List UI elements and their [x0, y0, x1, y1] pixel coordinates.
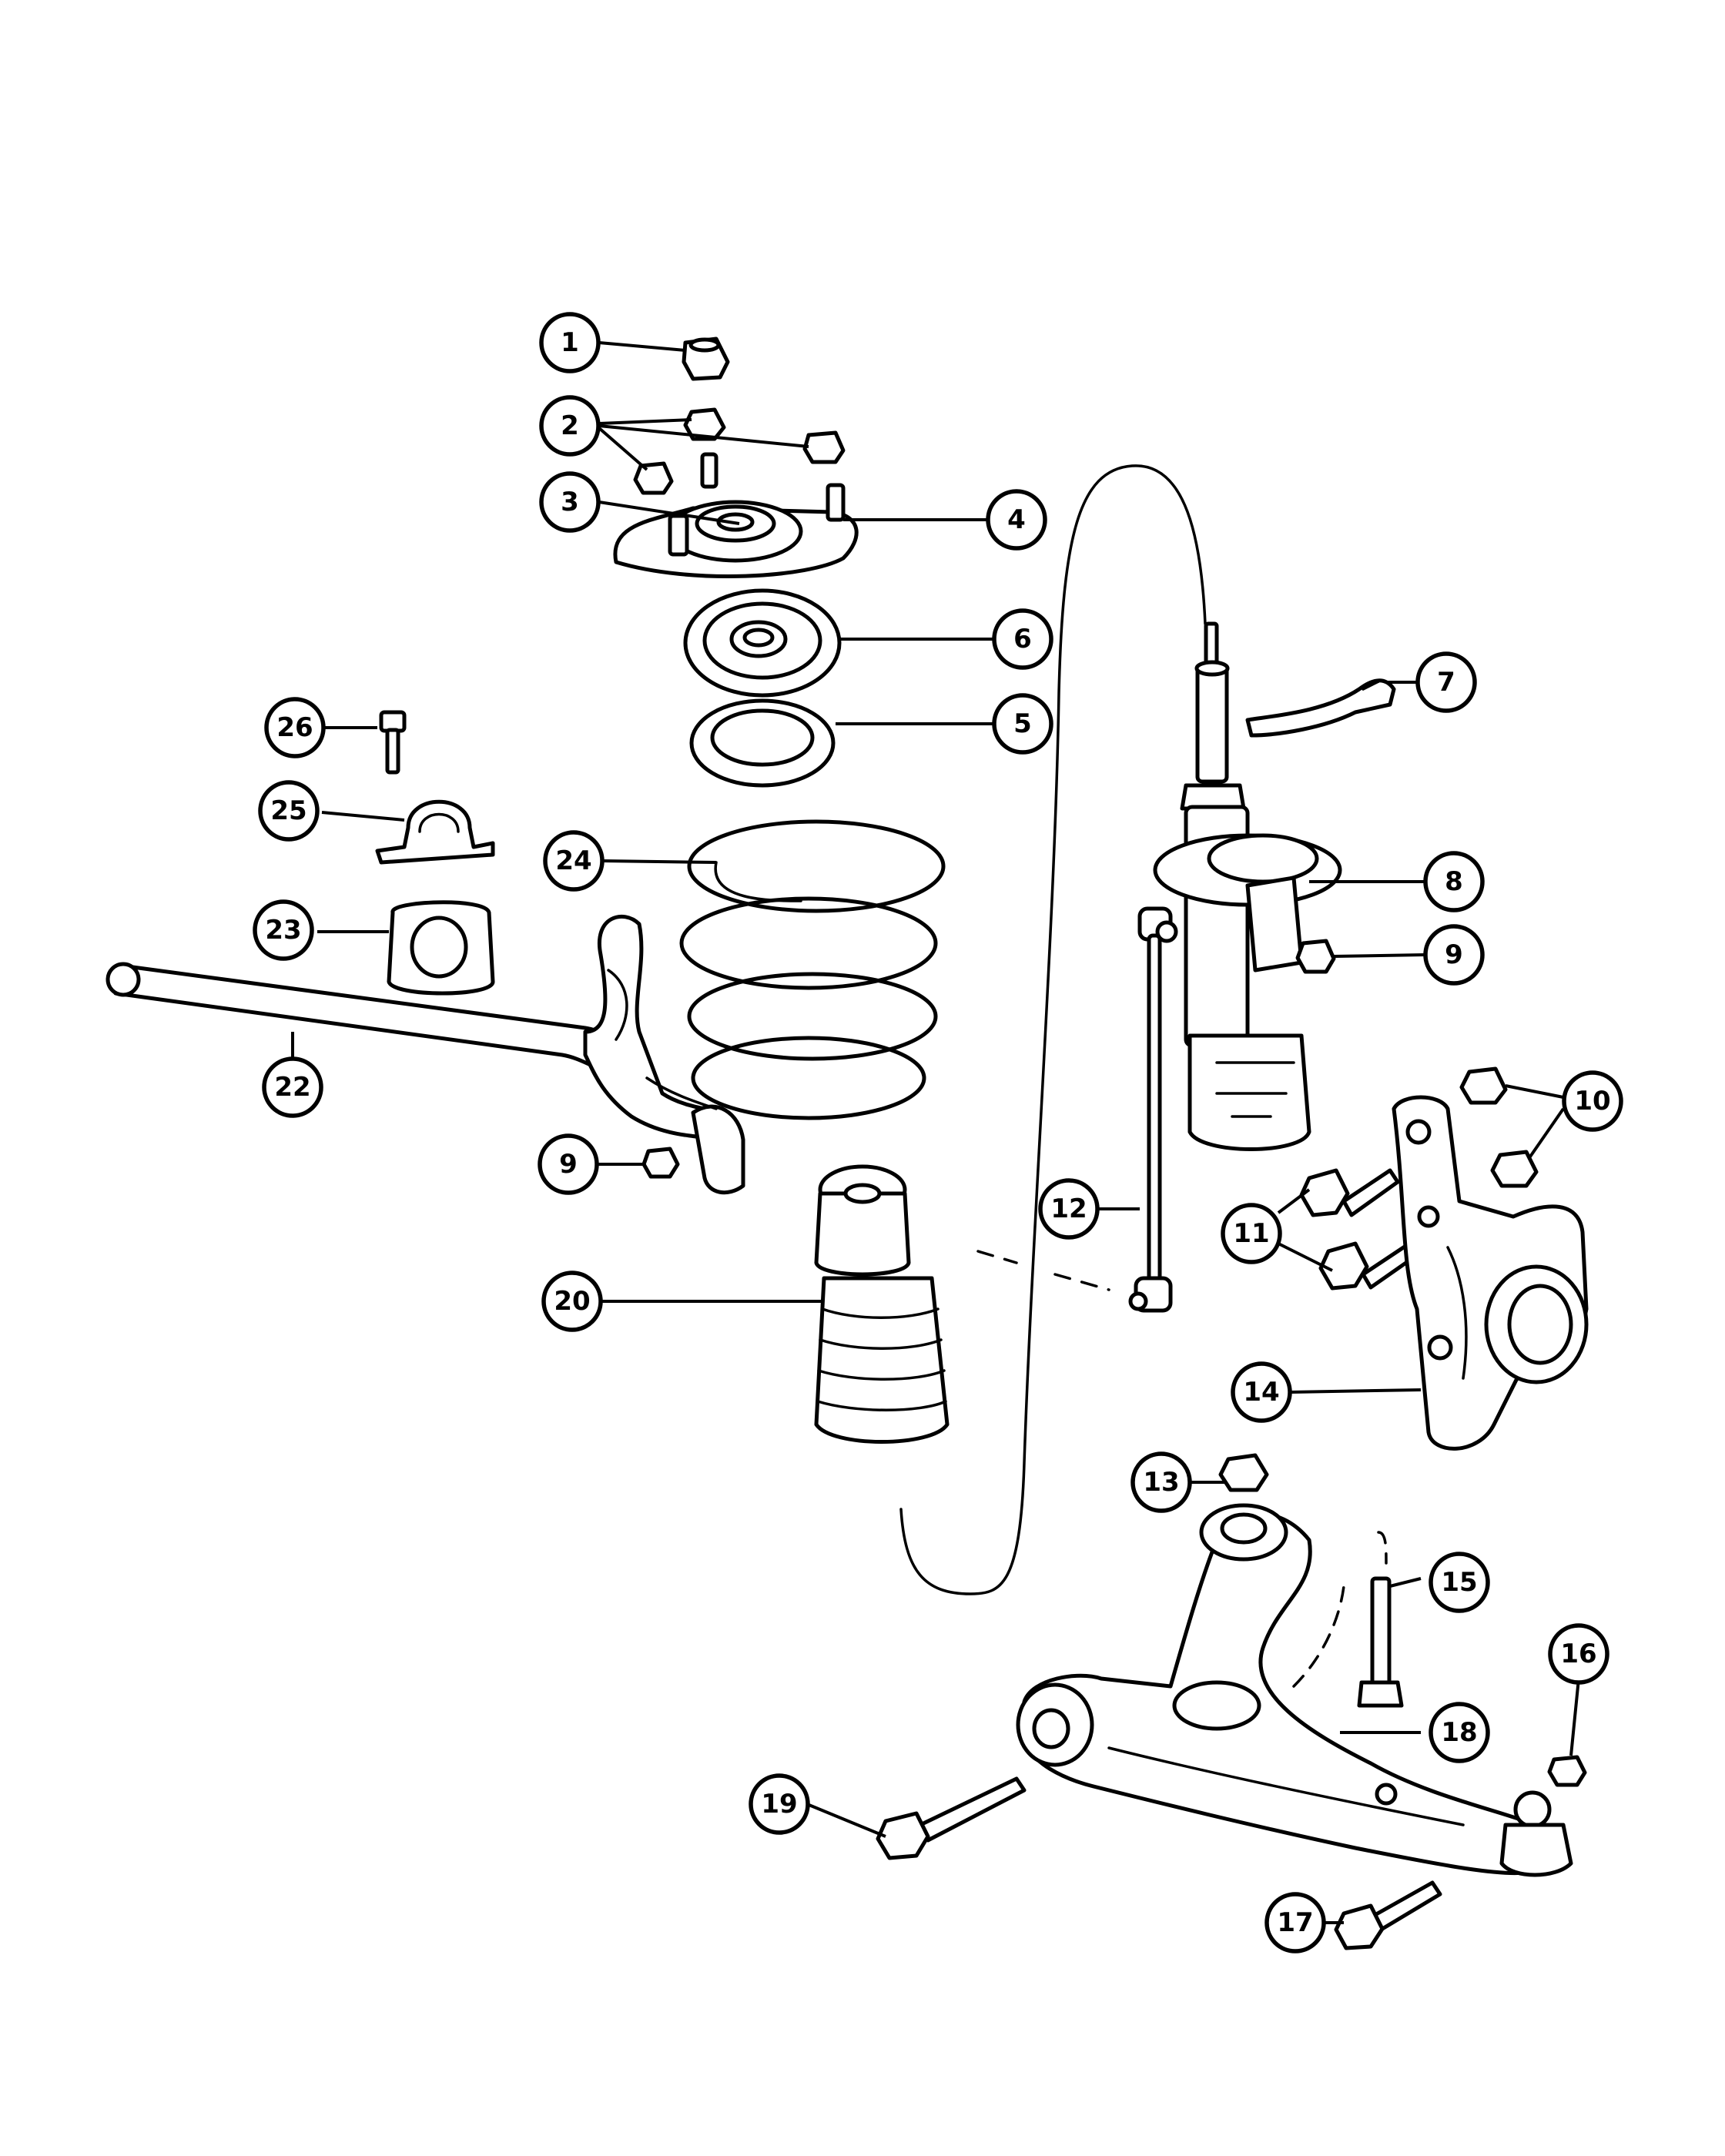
- callout-3-label: 3: [561, 487, 579, 517]
- stabilizer-bolt: [379, 710, 407, 775]
- knuckle-nut-a: [1459, 1066, 1508, 1105]
- strut-nut: [1295, 939, 1336, 974]
- ball-joint-nut: [1218, 1453, 1269, 1492]
- callout-22-label: 22: [274, 1072, 310, 1103]
- callout-24-label: 24: [555, 845, 591, 876]
- strut-assembly: [1153, 621, 1342, 1151]
- lower-ball-joint: [1499, 1790, 1573, 1877]
- callout-1: 1: [539, 312, 601, 373]
- lower-control-arm: [1016, 1503, 1535, 1876]
- ball-joint-small-nut: [1547, 1755, 1587, 1787]
- callout-5: 5: [992, 693, 1053, 755]
- callout-13: 13: [1130, 1451, 1192, 1513]
- knuckle-nut-b: [1490, 1150, 1539, 1188]
- center-routing-line: [899, 464, 1207, 1595]
- callout-3: 3: [539, 471, 601, 533]
- knuckle-bolt-upper: [1299, 1168, 1400, 1217]
- steering-knuckle: [1392, 1095, 1589, 1451]
- top-nut: [682, 336, 730, 381]
- dust-boot: [814, 1164, 950, 1444]
- callout-18: 18: [1429, 1702, 1490, 1763]
- callout-19-label: 19: [761, 1789, 797, 1820]
- bushing-clamp: [375, 799, 495, 865]
- callout-23: 23: [253, 899, 314, 961]
- callout-23-label: 23: [265, 915, 301, 946]
- callout-15: 15: [1429, 1552, 1490, 1613]
- leader-lines: [291, 341, 1580, 1924]
- stabilizer-link: [976, 906, 1178, 1313]
- callout-26: 26: [264, 697, 326, 758]
- callout-17-label: 17: [1277, 1907, 1313, 1938]
- callout-2-label: 2: [561, 410, 579, 441]
- ball-joint-bolt: [1334, 1880, 1442, 1950]
- spring-isolator: [689, 698, 836, 788]
- callout-9-right-label: 9: [1445, 939, 1463, 970]
- callout-5-label: 5: [1013, 708, 1032, 739]
- mount-nut-a: [683, 407, 726, 441]
- mount-nut-c: [633, 461, 674, 495]
- lower-arm-bolt: [876, 1776, 1027, 1860]
- callout-18-label: 18: [1441, 1717, 1477, 1748]
- callout-7: 7: [1415, 651, 1477, 713]
- callout-16: 16: [1548, 1623, 1609, 1685]
- callout-11-label: 11: [1233, 1218, 1269, 1249]
- callout-25: 25: [258, 780, 320, 842]
- callout-4: 4: [986, 489, 1047, 551]
- callout-2: 2: [539, 395, 601, 457]
- callout-25-label: 25: [270, 795, 306, 826]
- callout-10: 10: [1562, 1070, 1623, 1132]
- callout-6-label: 6: [1013, 624, 1032, 654]
- callout-1-label: 1: [561, 327, 579, 358]
- callout-9-left-label: 9: [559, 1149, 578, 1180]
- upper-spring-seat: [683, 588, 842, 698]
- stabilizer-link-nut: [641, 1147, 680, 1179]
- stabilizer-bushing: [387, 900, 495, 996]
- knuckle-bolt-lower: [1318, 1241, 1419, 1291]
- stabilizer-bar: [106, 915, 745, 1195]
- callout-12-label: 12: [1050, 1194, 1087, 1224]
- callout-19: 19: [749, 1773, 810, 1835]
- callout-20-label: 20: [554, 1286, 590, 1317]
- callout-8: 8: [1423, 851, 1485, 912]
- callout-20: 20: [541, 1270, 603, 1332]
- callout-16-label: 16: [1560, 1639, 1596, 1669]
- callout-24: 24: [543, 830, 605, 892]
- callout-8-label: 8: [1445, 866, 1463, 897]
- callout-9-right: 9: [1423, 924, 1485, 986]
- callout-6: 6: [992, 608, 1053, 670]
- callout-9-left: 9: [538, 1133, 599, 1195]
- coil-spring: [679, 819, 946, 1120]
- callout-14: 14: [1231, 1361, 1292, 1423]
- callout-22: 22: [262, 1056, 323, 1118]
- callout-10-label: 10: [1574, 1086, 1610, 1116]
- callout-4-label: 4: [1007, 504, 1026, 535]
- callout-12: 12: [1038, 1178, 1100, 1240]
- callout-15-label: 15: [1441, 1567, 1477, 1598]
- callout-13-label: 13: [1143, 1467, 1179, 1498]
- strut-bracket: [1245, 678, 1396, 738]
- lower-arm-bolt-vertical: [1292, 1531, 1404, 1708]
- callout-11: 11: [1221, 1203, 1282, 1264]
- mount-nut-b: [802, 430, 846, 464]
- callout-7-label: 7: [1437, 667, 1455, 698]
- callout-26-label: 26: [276, 712, 313, 743]
- callout-17: 17: [1264, 1892, 1326, 1953]
- callout-14-label: 14: [1243, 1377, 1279, 1408]
